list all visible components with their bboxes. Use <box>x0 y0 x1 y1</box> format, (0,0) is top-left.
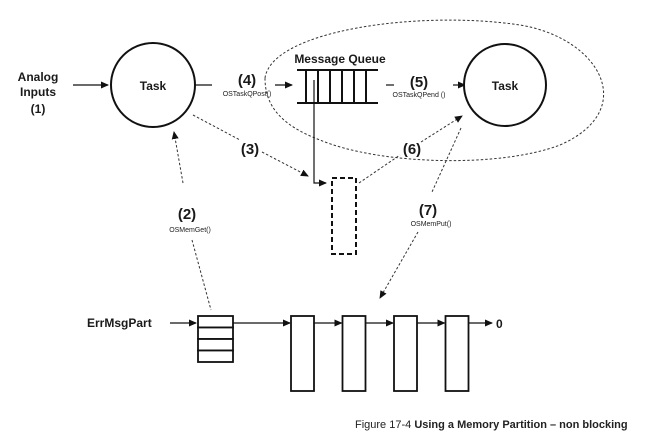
svg-text:(1): (1) <box>31 102 46 116</box>
partition-header <box>197 315 234 363</box>
svg-text:Inputs: Inputs <box>20 85 56 99</box>
partition-header-row <box>197 315 234 329</box>
task-right-label: Task <box>492 79 519 93</box>
step-6-arrow <box>420 115 463 143</box>
analog-inputs-label: Analog Inputs (1) <box>18 70 59 116</box>
message-block <box>331 177 357 255</box>
queue-to-message-pointer <box>313 80 327 187</box>
memory-block <box>393 315 418 392</box>
task-right-node: Task <box>463 43 547 127</box>
step-4-call: OSTaskQPost() <box>223 91 272 98</box>
figure-caption: Figure 17-4 Using a Memory Partition – n… <box>355 419 628 431</box>
step-5-number: (5) <box>410 74 428 91</box>
step-3-number: (3) <box>241 141 259 158</box>
partition-header-row <box>197 338 234 352</box>
step-3-arrow <box>261 151 309 177</box>
memory-block <box>341 315 367 392</box>
step-7-number: (7) <box>419 202 437 219</box>
step-7-arrow <box>379 231 419 299</box>
partition-header-row <box>197 349 234 363</box>
partition-free-list <box>233 315 493 392</box>
task-left-node: Task <box>110 42 196 128</box>
step-4-number: (4) <box>238 72 256 89</box>
step-2-number: (2) <box>178 206 196 223</box>
step-7-call: OSMemPut() <box>411 221 452 228</box>
step-6-number: (6) <box>403 141 421 158</box>
message-queue <box>297 69 378 104</box>
step-3-line-a <box>192 114 241 141</box>
partition-header-row <box>197 326 234 340</box>
memory-block <box>444 315 470 392</box>
grouping-ellipse <box>264 19 605 162</box>
task-left-label: Task <box>140 79 167 93</box>
free-list-terminator: 0 <box>496 317 503 331</box>
step-7-line-a <box>431 127 462 193</box>
step-5-call: OSTaskQPend () <box>393 92 446 99</box>
step-6-line-a <box>358 154 401 184</box>
message-queue-label: Message Queue <box>294 52 386 66</box>
step-2-line-b <box>191 239 212 311</box>
step-2-arrow <box>171 131 184 184</box>
memory-block <box>290 315 315 392</box>
svg-text:Analog: Analog <box>18 70 59 84</box>
partition-label: ErrMsgPart <box>87 316 152 330</box>
step-2-call: OSMemGet() <box>169 227 211 234</box>
